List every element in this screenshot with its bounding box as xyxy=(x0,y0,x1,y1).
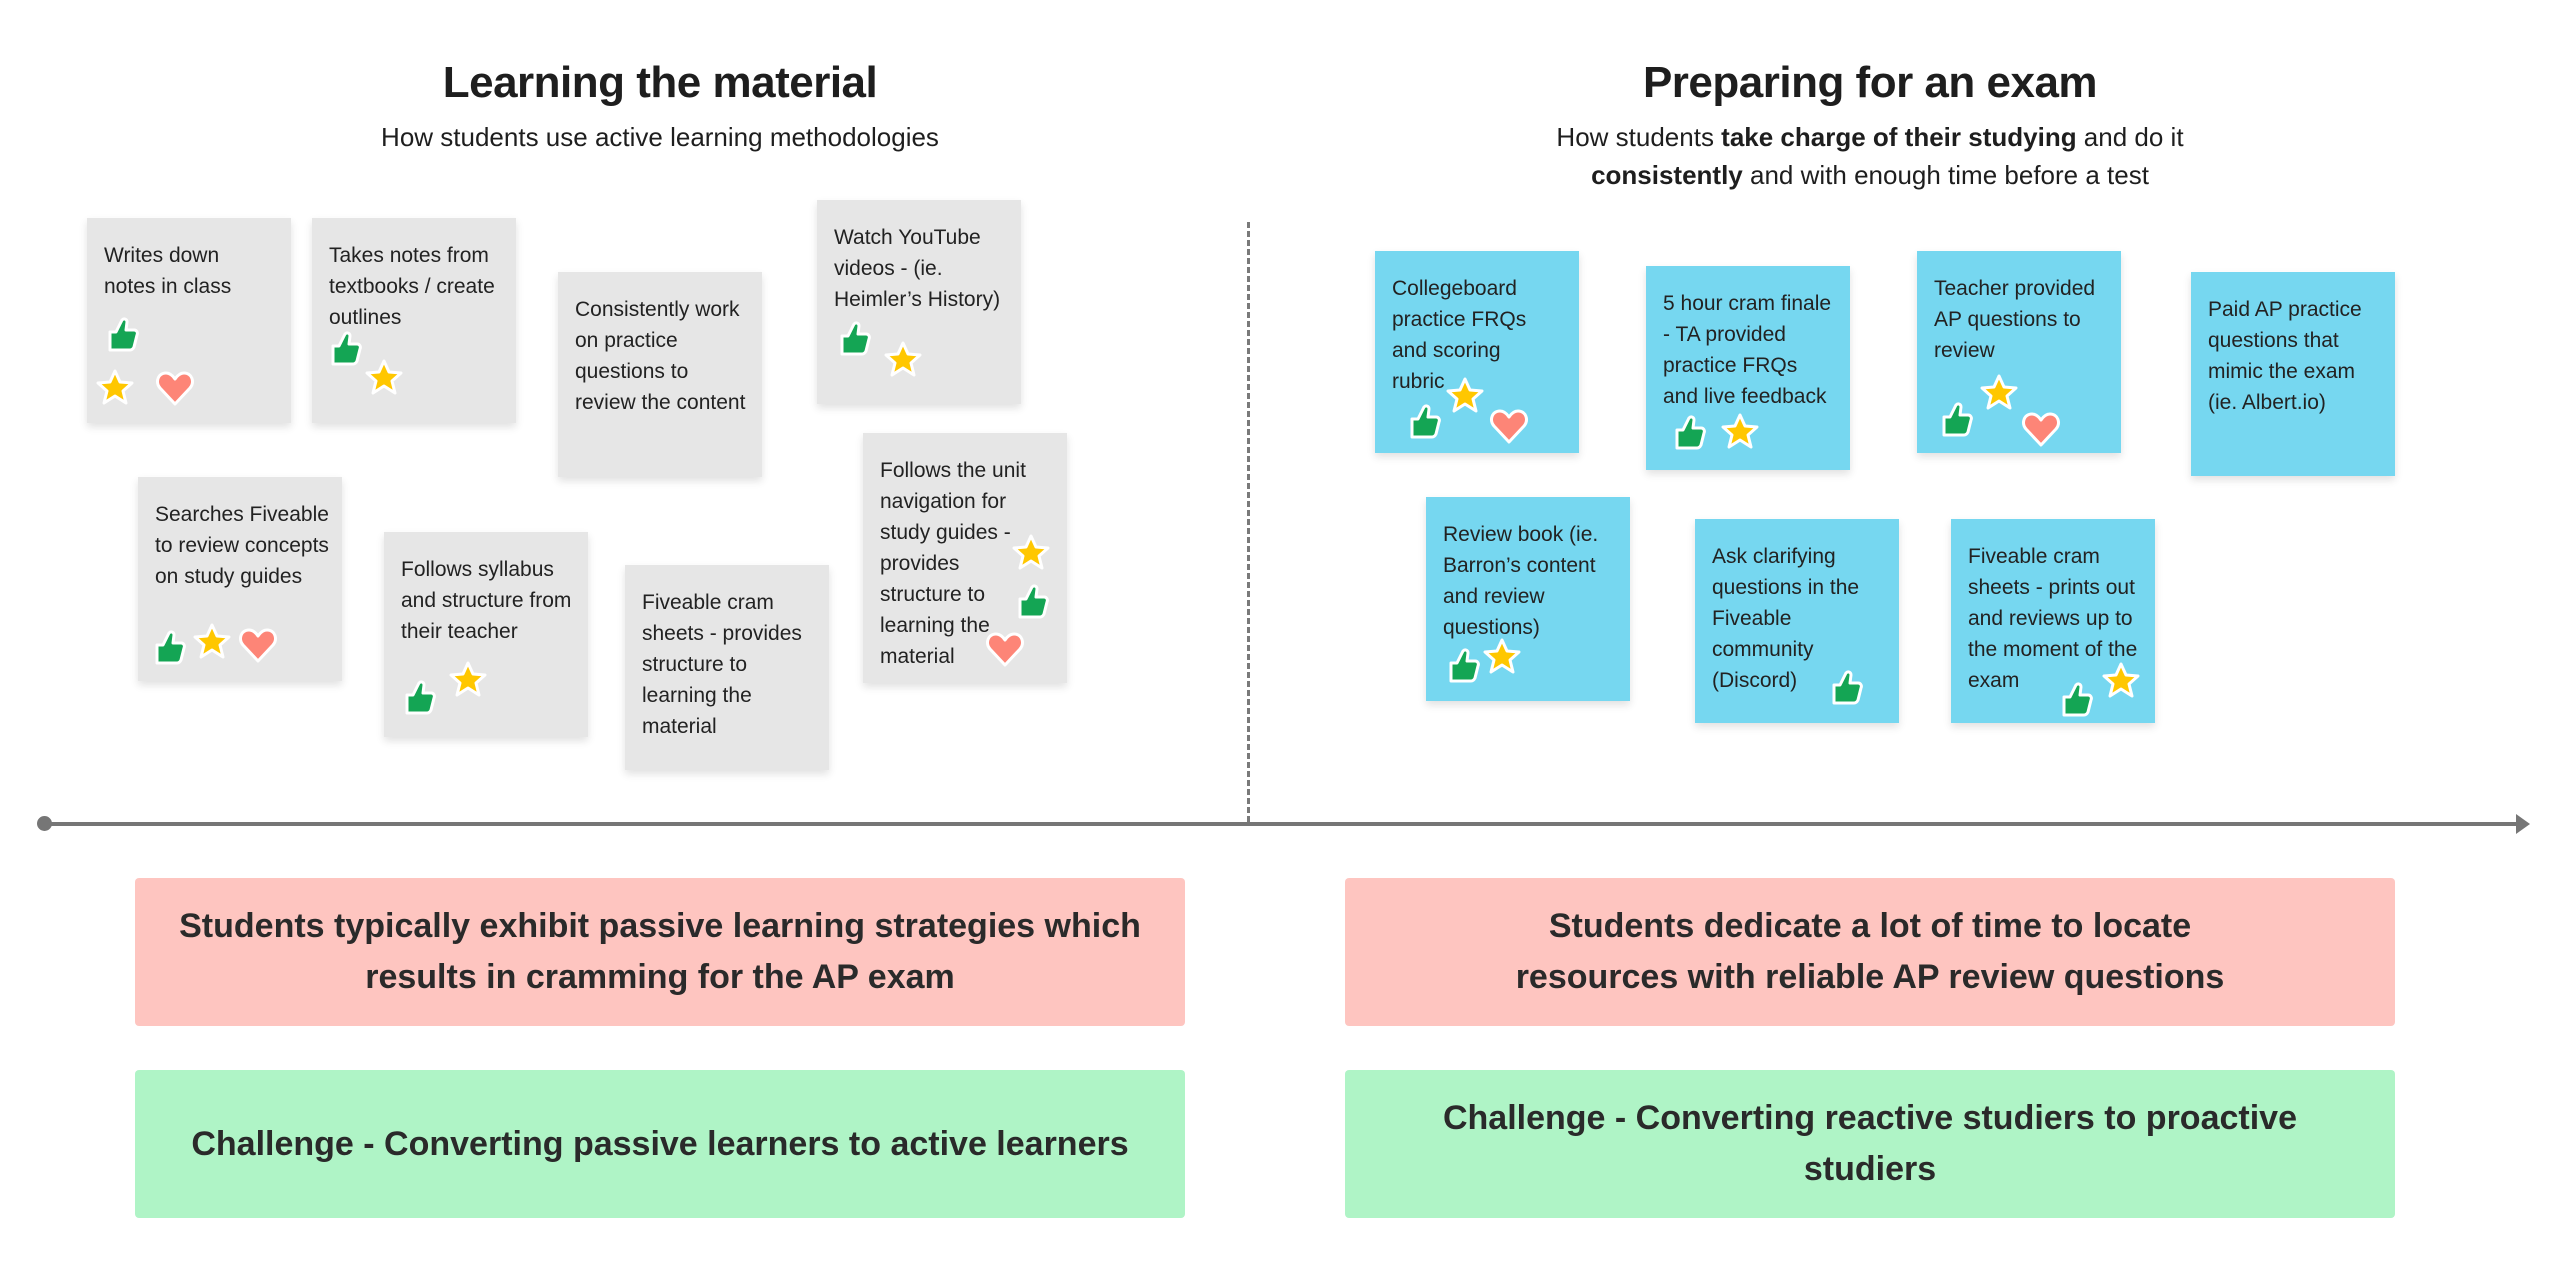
heart-icon xyxy=(985,629,1025,669)
star-icon xyxy=(95,368,135,408)
thumbs-up-icon xyxy=(398,677,438,717)
note-text: 5 hour cram finale - TA provided practic… xyxy=(1663,292,1832,408)
thumbs-up-icon xyxy=(148,627,188,667)
left-challenge-text: Challenge - Converting passive learners … xyxy=(191,1124,1129,1163)
subtitle-text: How students xyxy=(1556,122,1722,152)
note-text: Follows syllabus and structure from thei… xyxy=(401,558,572,643)
star-icon xyxy=(883,340,923,380)
timeline-start-dot xyxy=(37,816,52,831)
timeline-arrow-icon xyxy=(2516,814,2530,834)
sticky-note[interactable]: Follows the unit navigation for study gu… xyxy=(863,433,1067,683)
subtitle-bold: consistently xyxy=(1591,160,1743,190)
sticky-note[interactable]: Searches Fiveable to review concepts on … xyxy=(138,477,342,681)
heart-icon xyxy=(2021,409,2061,449)
subtitle-text: and with enough time before a test xyxy=(1742,160,2149,190)
sticky-note[interactable]: Paid AP practice questions that mimic th… xyxy=(2191,272,2395,476)
sticky-note[interactable]: Fiveable cram sheets - prints out and re… xyxy=(1951,519,2155,723)
thumbs-up-icon xyxy=(2055,679,2095,719)
note-text: Follows the unit navigation for study gu… xyxy=(880,459,1026,668)
note-text: Teacher provided AP questions to review xyxy=(1934,277,2096,362)
star-icon xyxy=(192,622,232,662)
sticky-note[interactable]: Consistently work on practice questions … xyxy=(558,272,762,477)
note-text: Takes notes from textbooks / create outl… xyxy=(329,244,495,329)
star-icon xyxy=(1482,637,1522,677)
right-section-title: Preparing for an exam xyxy=(1642,58,2098,107)
sticky-note[interactable]: 5 hour cram finale - TA provided practic… xyxy=(1646,266,1850,470)
right-challenge-text: Challenge - Converting reactive studiers… xyxy=(1442,1099,2297,1188)
note-text: Ask clarifying questions in the Fiveable… xyxy=(1712,545,1860,692)
thumbs-up-icon xyxy=(1668,412,1708,452)
star-icon xyxy=(1011,533,1051,573)
thumbs-up-icon xyxy=(1825,667,1865,707)
heart-icon xyxy=(155,368,195,408)
thumbs-up-icon xyxy=(101,314,141,354)
thumbs-up-icon xyxy=(1403,401,1443,441)
note-text: Consistently work on practice questions … xyxy=(575,298,746,414)
star-icon xyxy=(364,358,404,398)
star-icon xyxy=(1445,376,1485,416)
sticky-note[interactable]: Takes notes from textbooks / create outl… xyxy=(312,218,516,423)
thumbs-up-icon xyxy=(1442,645,1482,685)
sticky-note[interactable]: Fiveable cram sheets - provides structur… xyxy=(625,565,829,770)
sticky-note[interactable]: Teacher provided AP questions to review xyxy=(1917,251,2121,453)
sticky-note[interactable]: Collegeboard practice FRQs and scoring r… xyxy=(1375,251,1579,453)
sticky-note[interactable]: Ask clarifying questions in the Fiveable… xyxy=(1695,519,1899,723)
note-text: Writes down notes in class xyxy=(104,244,232,298)
thumbs-up-icon xyxy=(1935,399,1975,439)
note-text: Review book (ie. Barron’s content and re… xyxy=(1443,523,1599,639)
note-text: Paid AP practice questions that mimic th… xyxy=(2208,298,2362,414)
note-text: Fiveable cram sheets - provides structur… xyxy=(642,591,802,738)
sticky-note[interactable]: Review book (ie. Barron’s content and re… xyxy=(1426,497,1630,701)
note-text: Fiveable cram sheets - prints out and re… xyxy=(1968,545,2138,692)
left-challenge-box: Challenge - Converting passive learners … xyxy=(135,1070,1185,1218)
subtitle-bold: take charge of their studying xyxy=(1721,122,2077,152)
thumbs-up-icon xyxy=(833,318,873,358)
star-icon xyxy=(1979,373,2019,413)
heart-icon xyxy=(238,625,278,665)
left-problem-text: Students typically exhibit passive learn… xyxy=(179,907,1141,996)
note-text: Searches Fiveable to review concepts on … xyxy=(155,503,329,588)
star-icon xyxy=(448,660,488,700)
sticky-note[interactable]: Watch YouTube videos - (ie. Heimler’s Hi… xyxy=(817,200,1021,404)
right-challenge-box: Challenge - Converting reactive studiers… xyxy=(1345,1070,2395,1218)
right-section-subtitle: How students take charge of their studyi… xyxy=(1520,118,2220,194)
section-divider xyxy=(1247,222,1250,822)
thumbs-up-icon xyxy=(324,328,364,368)
left-section-title: Learning the material xyxy=(442,58,878,107)
heart-icon xyxy=(1489,406,1529,446)
subtitle-text: and do it xyxy=(2076,122,2184,152)
note-text: Collegeboard practice FRQs and scoring r… xyxy=(1392,277,1527,393)
right-problem-box: Students dedicate a lot of time to locat… xyxy=(1345,878,2395,1026)
right-problem-text: Students dedicate a lot of time to locat… xyxy=(1515,907,2225,996)
left-section-subtitle: How students use active learning methodo… xyxy=(381,122,939,152)
star-icon xyxy=(1720,412,1760,452)
note-text: Watch YouTube videos - (ie. Heimler’s Hi… xyxy=(834,226,1001,311)
star-icon xyxy=(2101,661,2141,701)
sticky-note[interactable]: Follows syllabus and structure from thei… xyxy=(384,532,588,737)
left-problem-box: Students typically exhibit passive learn… xyxy=(135,878,1185,1026)
right-section-header: Preparing for an exam How students take … xyxy=(1420,58,2320,194)
left-section-header: Learning the material How students use a… xyxy=(210,58,1110,156)
thumbs-up-icon xyxy=(1011,581,1051,621)
timeline-axis xyxy=(45,822,2520,826)
sticky-note[interactable]: Writes down notes in class xyxy=(87,218,291,423)
